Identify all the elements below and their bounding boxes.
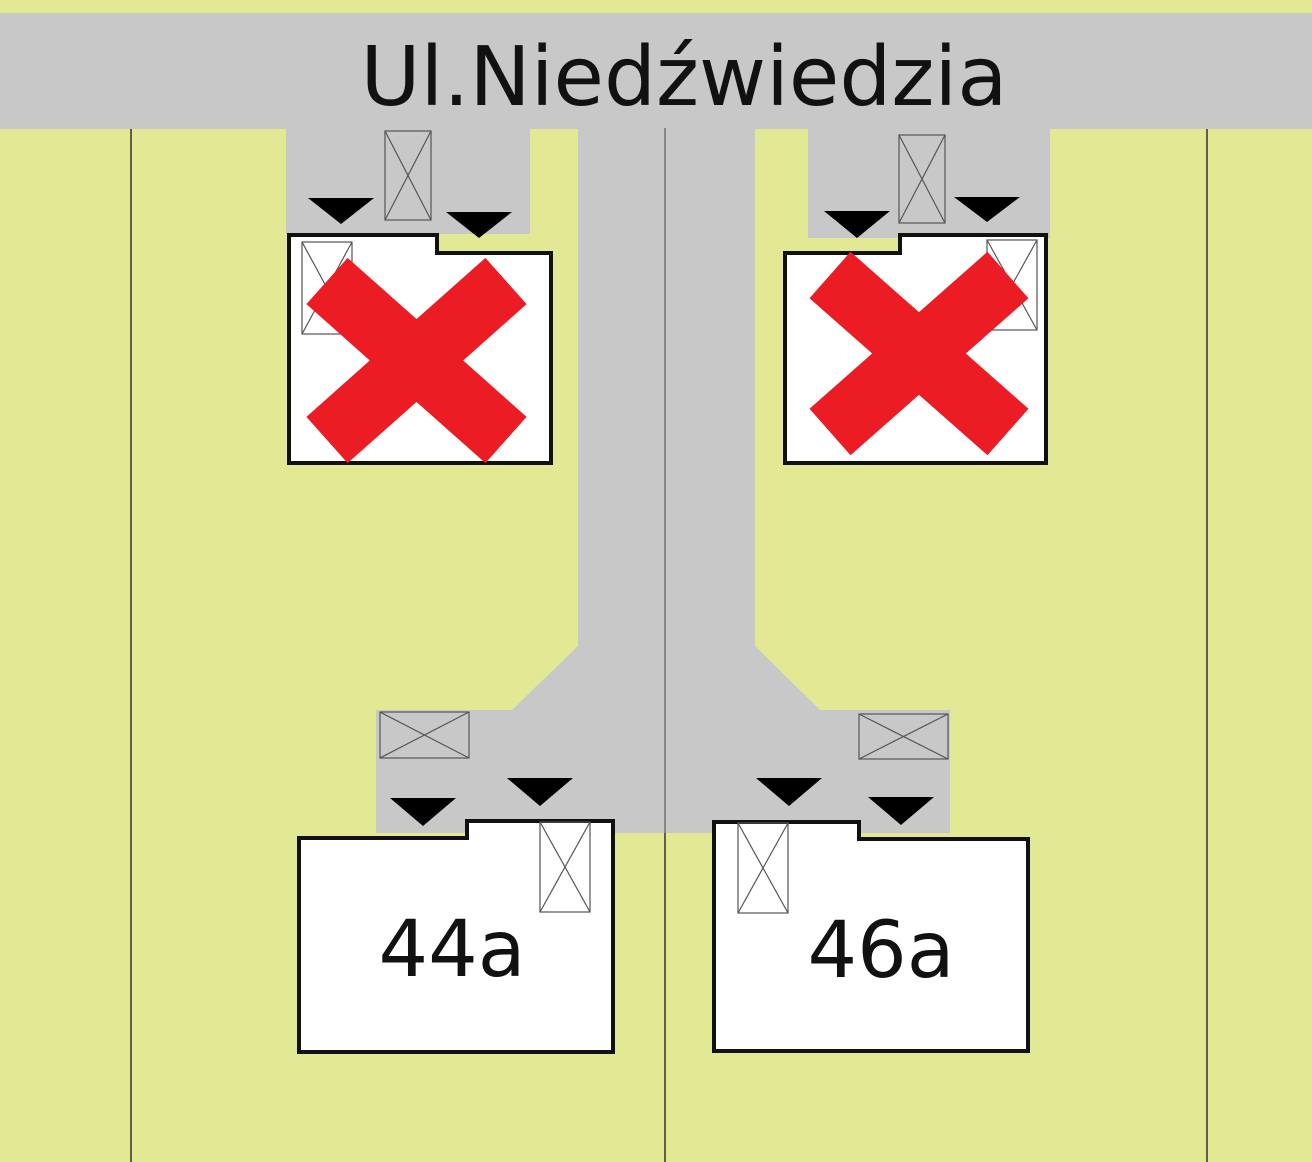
entrance-marker-icon bbox=[446, 212, 512, 238]
entrance-marker-icon bbox=[308, 198, 374, 224]
parking-box-icon bbox=[379, 711, 470, 759]
entrance-marker-icon bbox=[824, 211, 890, 238]
road-network bbox=[0, 13, 1312, 833]
central-driveway bbox=[376, 128, 950, 833]
building-44a: 44a bbox=[297, 819, 615, 1054]
house-number-label: 44a bbox=[378, 905, 525, 995]
demolish-x-icon bbox=[809, 251, 1029, 456]
building-outline bbox=[297, 819, 615, 1054]
building-outline bbox=[712, 820, 1030, 1053]
entrance-marker-icon bbox=[390, 798, 456, 826]
crossed-box-icon bbox=[539, 821, 591, 913]
entrance-marker-icon bbox=[868, 797, 934, 825]
building-top-left-demolished bbox=[287, 233, 553, 465]
building-top-right-demolished bbox=[783, 233, 1048, 465]
street-name: Ul.Niedźwiedzia bbox=[361, 30, 1008, 125]
parking-box-icon bbox=[858, 713, 949, 760]
entrance-marker-icon bbox=[507, 778, 573, 806]
demolish-x-icon bbox=[306, 257, 527, 464]
parking-box-icon bbox=[384, 130, 432, 221]
entrance-marker-icon bbox=[954, 197, 1020, 222]
building-46a: 46a bbox=[712, 820, 1030, 1053]
crossed-box-icon bbox=[737, 822, 789, 914]
street-road bbox=[0, 13, 1312, 129]
entrance-marker-icon bbox=[756, 778, 822, 806]
parking-box-icon bbox=[898, 134, 946, 224]
house-number-label: 46a bbox=[807, 906, 954, 996]
